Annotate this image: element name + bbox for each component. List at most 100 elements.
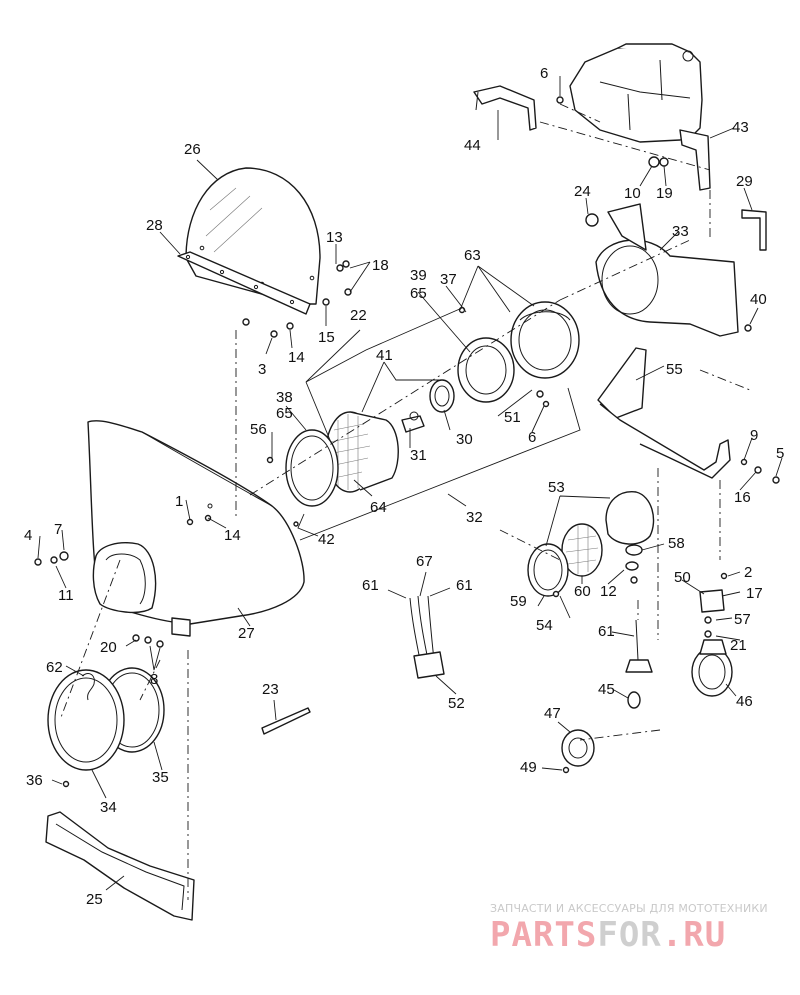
label-54: 54 [536,617,553,634]
label-61c: 61 [598,623,615,640]
label-26: 26 [184,141,201,158]
label-30: 30 [456,431,473,448]
label-3: 3 [258,361,266,378]
label-36: 36 [26,772,43,789]
part-29-l-bracket [741,209,767,251]
label-22: 22 [350,307,367,324]
label-64: 64 [370,499,387,516]
label-57: 57 [734,611,751,628]
label-65: 65 [276,405,293,422]
label-46: 46 [736,693,753,710]
label-58: 58 [668,535,685,552]
label-6: 6 [540,65,548,82]
label-14b: 14 [224,527,241,544]
label-8: 8 [150,671,158,688]
part-46-mount [691,639,733,697]
label-61b: 61 [456,577,473,594]
part-31-bulb [401,411,425,433]
part-34-trim-ring [47,669,125,771]
label-44: 44 [464,137,481,154]
label-42: 42 [318,531,335,548]
watermark-brand-for: FOR [597,915,661,955]
watermark-brand-ru: .RU [662,915,726,955]
label-25: 25 [86,891,103,908]
part-61-cable [625,619,653,673]
part-50-block [699,589,725,613]
label-60: 60 [574,583,591,600]
part-38-retaining-ring [285,429,339,507]
label-11: 11 [58,587,74,604]
label-40: 40 [750,291,767,308]
part-25-gasket [45,811,195,921]
part-55-bracket [597,347,731,479]
part-28-trim-strip [177,251,311,315]
watermark-logo: ЗАПЧАСТИ И АКСЕССУАРЫ ДЛЯ МОТОТЕХНИКИ PA… [490,902,768,955]
label-38: 38 [276,389,293,406]
part-63-bucket [510,301,580,379]
part-44-bracket [473,85,537,131]
label-35: 35 [152,769,169,786]
label-16: 16 [734,489,751,506]
label-17: 17 [746,585,763,602]
label-10: 10 [624,185,641,202]
label-51: 51 [504,409,521,426]
part-52-harness [409,595,445,679]
label-12: 12 [600,583,617,600]
label-9: 9 [750,427,758,444]
label-52: 52 [448,695,465,712]
label-31: 31 [410,447,427,464]
label-21: 21 [730,637,747,654]
label-28: 28 [146,217,163,234]
label-34: 34 [100,799,117,816]
label-55: 55 [666,361,683,378]
watermark-tagline: ЗАПЧАСТИ И АКСЕССУАРЫ ДЛЯ МОТОТЕХНИКИ [490,902,768,915]
part-58-washer [625,544,643,571]
label-47: 47 [544,705,561,722]
part-65-mount-ring [457,337,515,403]
label-50: 50 [674,569,691,586]
label-2: 2 [744,564,752,581]
fasteners [34,96,780,788]
label-62: 62 [46,659,63,676]
label-37: 37 [440,271,457,288]
part-23-rod [261,707,311,735]
label-27: 27 [238,625,255,642]
part-62-clip [81,673,95,701]
part-45-bulb [627,691,641,709]
part-47-cap [561,729,595,767]
label-18: 18 [372,257,389,274]
part-number-labels: 1 2 3 4 5 6 6 6 7 8 9 10 11 12 13 14 14 … [24,65,784,908]
part-53-spot-lamp [605,491,655,545]
label-24: 24 [574,183,591,200]
label-20: 20 [100,639,117,656]
part-59-trim-ring [527,543,569,597]
label-5: 5 [776,445,784,462]
label-6b: 6 [528,429,536,446]
label-67: 67 [416,553,433,570]
part-33-bracket-housing [595,203,739,337]
label-1: 1 [175,493,183,510]
label-63: 63 [464,247,481,264]
center-lines [59,103,751,900]
watermark-brand-parts: PARTS [490,915,597,955]
label-61: 61 [362,577,379,594]
label-7: 7 [54,521,62,538]
label-23: 23 [262,681,279,698]
part-43-housing [569,43,711,191]
label-19: 19 [656,185,673,202]
label-56: 56 [250,421,267,438]
label-45: 45 [598,681,615,698]
label-65b: 65 [410,285,427,302]
label-41: 41 [376,347,393,364]
label-33: 33 [672,223,689,240]
label-15: 15 [318,329,335,346]
label-32: 32 [466,509,483,526]
label-53: 53 [548,479,565,496]
label-14: 14 [288,349,305,366]
label-13: 13 [326,229,343,246]
label-4: 4 [24,527,32,544]
label-29: 29 [736,173,753,190]
part-27-fairing [87,420,305,637]
svg-text:PARTSFOR.RU: PARTSFOR.RU [490,915,726,955]
